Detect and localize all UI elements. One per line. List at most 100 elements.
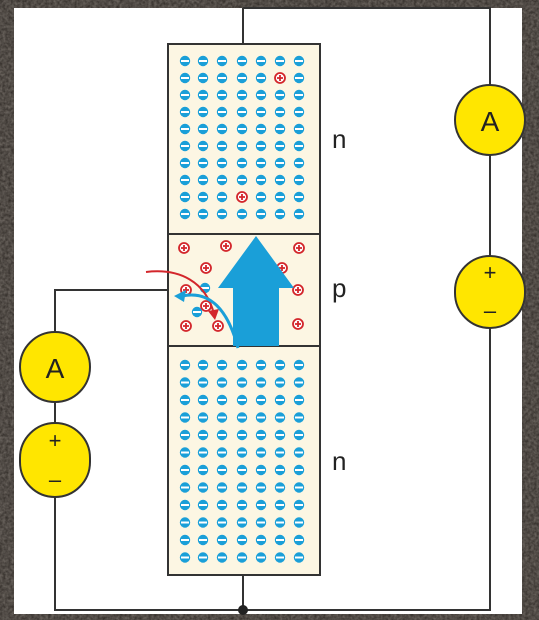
electron-minus-icon [179,123,191,135]
electron-minus-icon [236,534,248,546]
electron-minus-icon [293,140,305,152]
electron-minus-icon [197,106,209,118]
electron-minus-icon [179,464,191,476]
electron-minus-icon [274,517,286,528]
electron-minus-icon [274,208,286,220]
electron-minus-icon [179,157,191,169]
electron-minus-icon [236,123,248,135]
electron-minus-icon [179,534,191,546]
electron-minus-icon [236,106,248,118]
electron-minus-icon [293,517,305,528]
electron-minus-icon [216,106,228,118]
hole-plus-icon [220,240,232,252]
electron-minus-icon [216,534,228,546]
electron-minus-icon [274,191,286,203]
electron-minus-icon [255,72,267,84]
electron-minus-icon [236,55,248,67]
curved-arrow-icon [181,293,240,349]
hole-plus-icon [212,320,224,332]
electron-minus-icon [179,447,191,458]
electron-minus-icon [293,394,305,406]
electron-minus-icon [236,464,248,476]
electron-minus-icon [197,429,209,441]
electron-minus-icon [255,464,267,476]
collector-battery-minus: – [484,298,497,323]
electron-minus-icon [236,89,248,101]
electron-minus-icon [274,412,286,423]
electron-minus-icon [293,123,305,135]
electron-minus-icon [293,191,305,203]
circuit-wires [54,7,491,611]
electron-minus-icon [216,394,228,406]
electron-minus-icon [236,174,248,186]
electron-minus-icon [197,552,209,563]
electron-minus-icon [236,517,248,528]
electron-minus-icon [216,208,228,220]
red-arrowhead-icon [208,309,219,320]
electron-minus-icon [293,106,305,118]
electron-minus-icon [197,123,209,135]
base-battery [19,422,91,498]
electron-minus-icon [274,499,286,511]
electron-minus-icon [179,55,191,67]
electron-minus-icon [255,377,267,388]
electron-minus-icon [197,140,209,152]
hole-plus-icon [178,242,190,254]
ground-junction-dot [238,605,248,615]
electron-minus-icon [255,174,267,186]
electron-minus-icon [293,55,305,67]
electron-minus-icon [179,89,191,101]
electron-minus-icon [179,359,191,371]
electron-minus-icon [255,534,267,546]
electron-minus-icon [179,191,191,203]
electron-minus-icon [236,208,248,220]
electron-minus-icon [255,447,267,458]
charge-carriers [178,55,305,563]
electron-minus-icon [236,412,248,423]
outer-circuit-wire [54,7,491,611]
hole-plus-icon [293,242,305,254]
base-ammeter [19,331,91,403]
electron-minus-icon [236,394,248,406]
electron-minus-icon [274,394,286,406]
electron-minus-icon [293,464,305,476]
electron-minus-icon [216,499,228,511]
electron-minus-icon [255,123,267,135]
electron-minus-icon [293,174,305,186]
electron-minus-icon [255,208,267,220]
electron-minus-icon [293,89,305,101]
electron-minus-icon [216,140,228,152]
bottom-region-label: n [332,446,346,476]
electron-minus-icon [197,191,209,203]
electron-minus-icon [197,359,209,371]
collector-battery [454,255,526,329]
electron-minus-icon [236,482,248,493]
electron-minus-icon [179,517,191,528]
electron-minus-icon [179,140,191,152]
electron-minus-icon [216,174,228,186]
electron-minus-icon [216,191,228,203]
electron-minus-icon [293,72,305,84]
electron-minus-icon [216,482,228,493]
electron-minus-icon [216,55,228,67]
electron-minus-icon [293,482,305,493]
electron-minus-icon [293,447,305,458]
electron-minus-icon [179,72,191,84]
electron-minus-icon [274,106,286,118]
electron-minus-icon [274,157,286,169]
electron-minus-icon [236,499,248,511]
electron-minus-icon [255,517,267,528]
electron-minus-icon [255,359,267,371]
electron-minus-icon [216,552,228,563]
current-arrow-icon [218,236,294,346]
top-n-region [167,43,321,235]
hole-plus-icon [274,72,286,84]
collector-ammeter [454,84,526,156]
electron-minus-icon [255,429,267,441]
electron-minus-icon [293,208,305,220]
electron-minus-icon [255,552,267,563]
electron-minus-icon [255,140,267,152]
top-region-label: n [332,124,346,154]
electron-minus-icon [293,359,305,371]
